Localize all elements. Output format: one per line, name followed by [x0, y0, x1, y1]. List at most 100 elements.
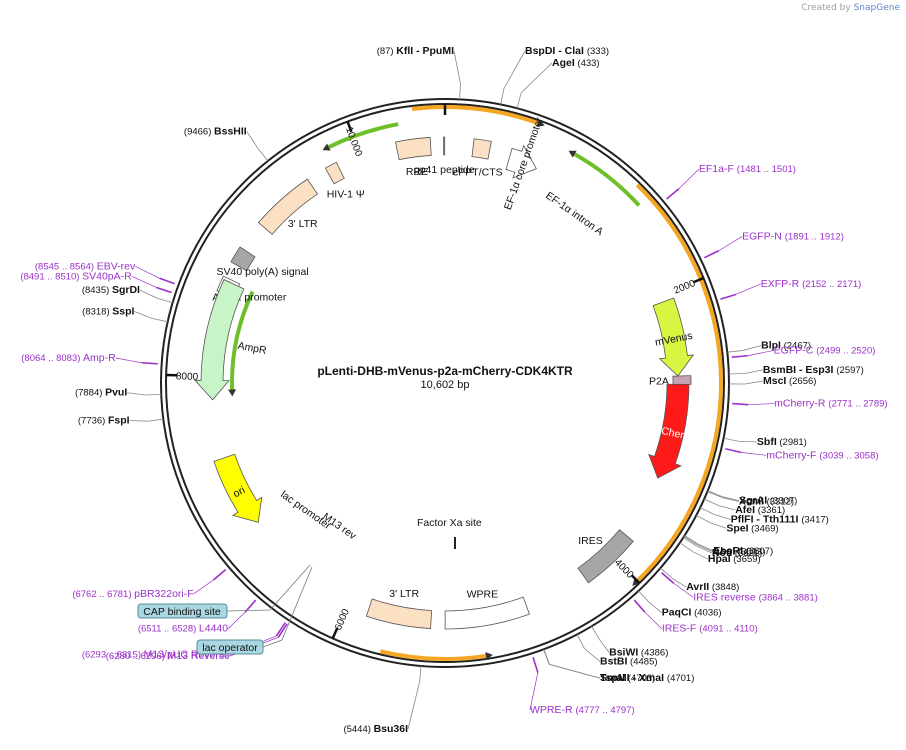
primer-label: EF1a-F (1481 .. 1501) — [699, 163, 796, 175]
primer-mark — [533, 657, 538, 672]
tick-label: 6000 — [333, 607, 352, 632]
cut-site-leader — [454, 51, 460, 83]
cut-site-label: SpeI (3469) — [726, 522, 778, 534]
lac-promoter-label: lac promoter — [278, 489, 333, 533]
cut-site-leader — [719, 506, 735, 510]
svg-text:lac operator: lac operator — [202, 642, 258, 654]
cut-site-leader — [710, 523, 726, 528]
feature-label-cppt: cPPT/CTS — [453, 167, 503, 179]
cut-site-label: PaqCI (4036) — [662, 607, 722, 619]
primer-leader — [116, 358, 142, 363]
cut-site-leader — [130, 421, 148, 422]
cut-site-label: (8318) SspI — [82, 305, 134, 317]
primer-label: (6762 .. 6781) pBR322ori-F — [72, 588, 193, 600]
cut-site-line — [592, 626, 600, 640]
cut-site-label: (7884) PvuI — [75, 387, 127, 399]
primer-label: WPRE-R (4777 .. 4797) — [530, 704, 635, 716]
primer-label: mCherry-R (2771 .. 2789) — [774, 398, 887, 410]
cut-site-label: HpaI (3659) — [708, 553, 761, 565]
cut-site-leader — [715, 515, 731, 520]
primer-mark — [156, 287, 171, 292]
cut-site-line — [147, 419, 163, 421]
primer-leader — [741, 452, 766, 455]
cut-site-line — [729, 373, 745, 374]
cut-site-line — [708, 491, 723, 497]
primer-label: (8491 .. 8510) SV40pA-R — [20, 270, 132, 282]
cut-site-line — [517, 93, 521, 108]
feature-gp41 — [444, 137, 445, 155]
cut-site-leader — [693, 552, 708, 559]
cut-site-line — [680, 543, 693, 552]
primer-leader — [719, 236, 742, 250]
feature-rre — [395, 137, 431, 159]
primer-leader — [135, 266, 159, 278]
cut-site-label: (5444) Bsu36I — [343, 723, 408, 735]
feature-ltr3 — [366, 599, 431, 629]
cut-site-label: SmaI (4703) — [600, 672, 655, 684]
cut-site-leader — [521, 63, 552, 93]
cut-site-leader — [247, 131, 258, 148]
cut-site-leader — [408, 682, 420, 729]
primer-mark — [160, 278, 175, 284]
factor-xa-label: Factor Xa site — [417, 517, 482, 529]
feature-label-ires: IRES — [578, 535, 603, 547]
primer-mark — [213, 570, 225, 580]
cut-site-leader — [584, 649, 600, 662]
cut-site-label: (87) KflI - PpuMI — [377, 45, 454, 57]
cut-site-leader — [723, 497, 740, 501]
snapgene-credit: Created by SnapGene — [801, 3, 900, 13]
plasmid-size: 10,602 bp — [421, 379, 470, 391]
cut-site-line — [696, 515, 710, 522]
primer-label: EXFP-R (2152 .. 2171) — [761, 278, 862, 290]
cut-site-line — [704, 499, 719, 506]
tick-label: 8000 — [176, 371, 199, 383]
cut-site-leader — [745, 381, 763, 384]
primer-label: IRES reverse (3864 .. 3881) — [693, 591, 818, 603]
cut-site-line — [707, 492, 722, 498]
annotation-arrowhead-green-amp — [228, 389, 236, 396]
cut-site-leader — [140, 290, 157, 298]
primer-label: EGFP-N (1891 .. 1912) — [742, 230, 844, 242]
cut-site-leader — [649, 603, 661, 613]
cut-site-leader — [698, 545, 713, 552]
primer-mark — [634, 600, 645, 612]
cut-site-leader — [134, 311, 152, 318]
annotation-line-green-ef1 — [575, 154, 639, 205]
cut-site-line — [724, 438, 740, 441]
feature-p2a — [673, 376, 691, 385]
tick-label: 10,000 — [343, 126, 364, 159]
primer-leader — [679, 169, 699, 189]
feature-wpre — [445, 597, 529, 629]
annotation-line-green-top — [329, 124, 398, 147]
cut-site-line — [727, 350, 743, 352]
primer-label: (8064 .. 8083) Amp-R — [21, 352, 116, 364]
cut-site-line — [145, 394, 161, 395]
cut-site-label: SbfI (2981) — [757, 436, 807, 448]
plasmid-name: pLenti-DHB-mVenus-p2a-mCherry-CDK4KTR — [317, 364, 573, 378]
primer-mark — [142, 363, 158, 364]
primer-mark — [732, 404, 748, 405]
cut-site-line — [577, 634, 584, 648]
cut-site-line — [544, 649, 550, 664]
primer-mark — [725, 449, 741, 453]
feature-label-ltr5: 3' LTR — [288, 218, 318, 230]
cut-site-line — [684, 536, 697, 545]
primer-leader — [194, 580, 214, 594]
cut-site-label: BspDI - ClaI (333) — [525, 45, 609, 57]
cut-site-leader — [743, 345, 761, 350]
primer-leader — [748, 404, 774, 405]
cut-site-label: AgeI (433) — [552, 57, 600, 69]
cut-site-line — [700, 508, 714, 515]
feature-label-wpre: WPRE — [467, 589, 499, 601]
cut-site-leader — [600, 640, 609, 652]
ef1a-intron-label: EF-1α intron A — [543, 190, 605, 238]
arrow-label-ampr: AmpR — [237, 340, 268, 357]
feature-hiv1psi — [325, 162, 344, 183]
cut-site-label: MscI (2656) — [763, 375, 816, 387]
cut-site-label: (9466) BssHII — [184, 125, 247, 137]
cut-site-line — [420, 666, 421, 682]
cut-site-leader — [549, 664, 600, 678]
